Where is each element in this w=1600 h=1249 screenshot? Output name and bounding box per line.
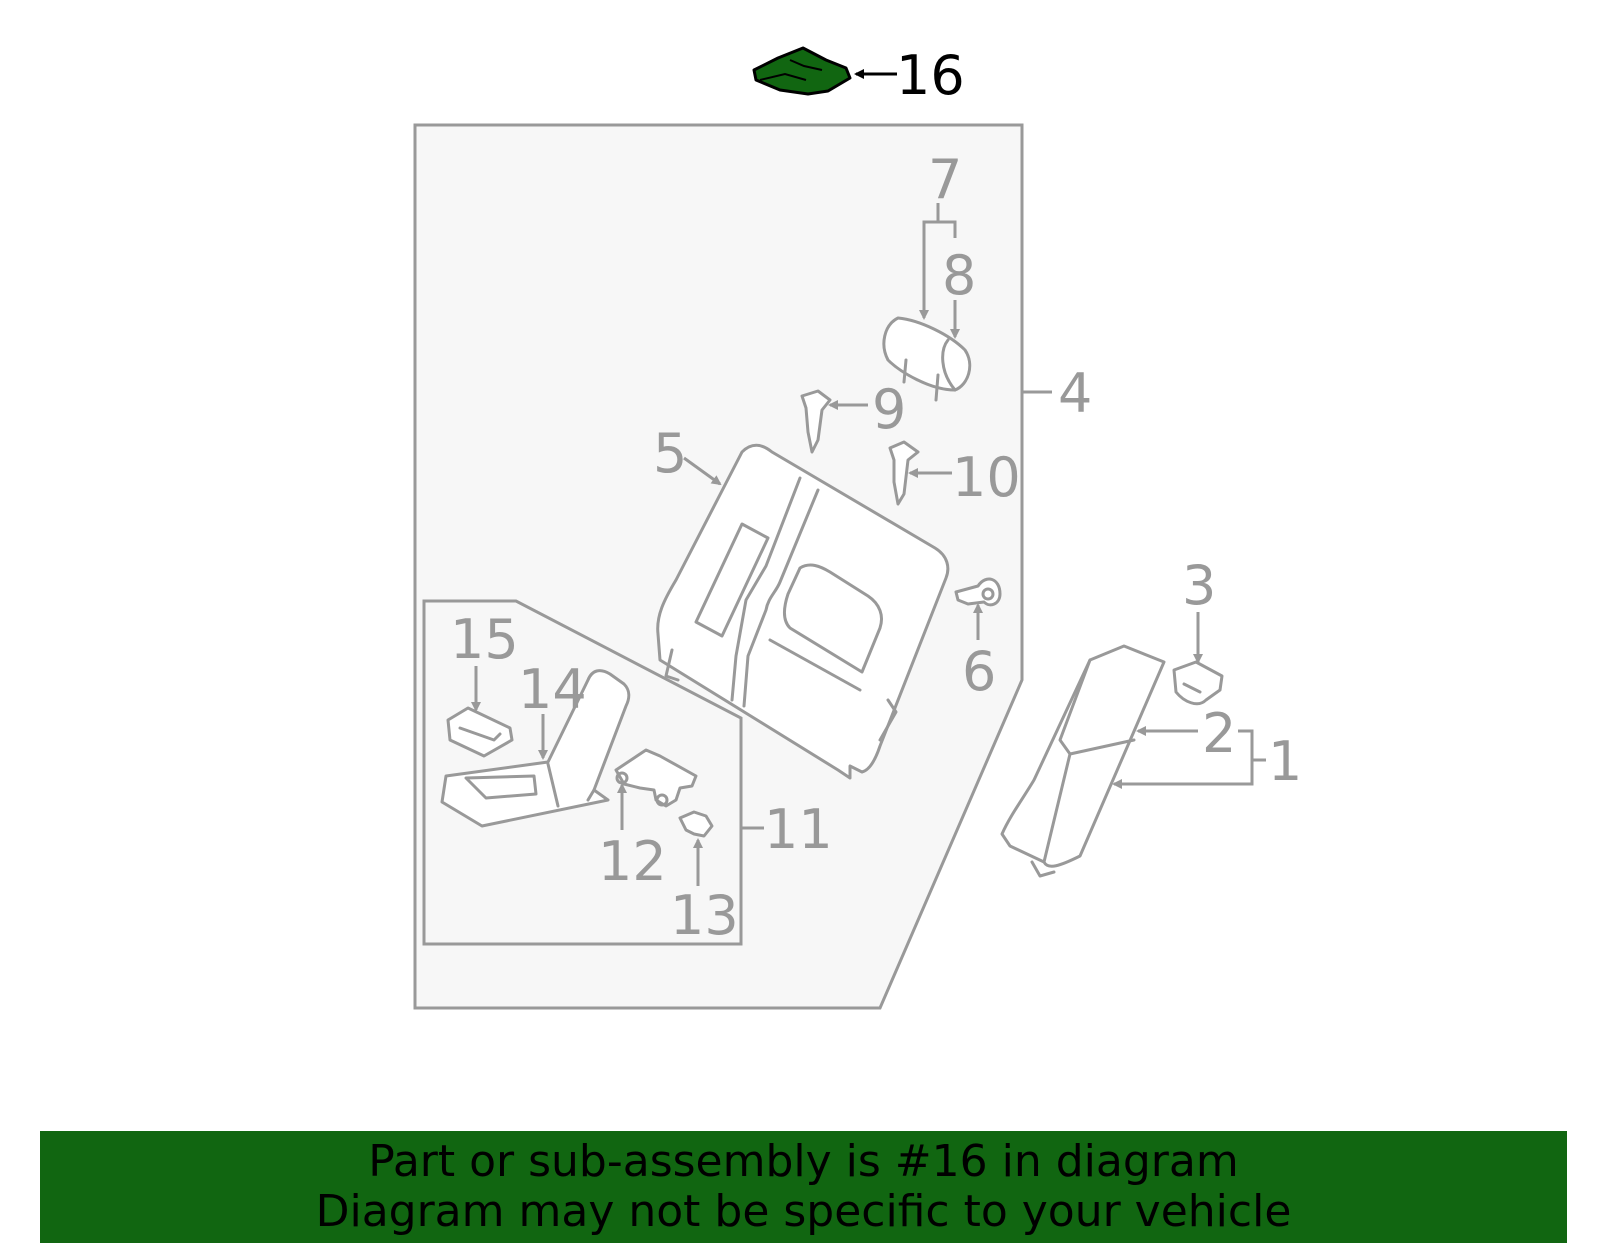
guide-9-shape (800, 389, 832, 454)
label-4: 4 (1058, 362, 1092, 425)
hook-6-shape (954, 577, 1002, 607)
label-13: 13 (670, 884, 739, 947)
banner-line-1: Part or sub-assembly is #16 in diagram (368, 1136, 1239, 1187)
armrest-14-shape (440, 669, 631, 828)
part-16-shape (752, 46, 852, 96)
cover-3-shape (1172, 660, 1224, 706)
bolt-13-shape (678, 810, 714, 838)
label-11: 11 (764, 798, 833, 861)
banner-line-2: Diagram may not be specific to your vehi… (315, 1186, 1292, 1237)
label-6: 6 (962, 640, 996, 703)
label-1: 1 (1268, 730, 1302, 793)
side-bolster-shape (1000, 644, 1166, 878)
leader-7 (919, 203, 940, 320)
label-3: 3 (1182, 554, 1216, 617)
label-15: 15 (450, 608, 519, 671)
seat-back-shape (656, 443, 950, 780)
label-7: 7 (928, 148, 962, 211)
leader-1 (1112, 729, 1254, 789)
label-16: 16 (896, 44, 965, 107)
label-14: 14 (518, 658, 587, 721)
leader-7b (938, 220, 957, 238)
headrest-shape (882, 316, 972, 402)
leader-5 (683, 456, 722, 486)
assembly-box-11 (422, 599, 743, 946)
label-10: 10 (952, 446, 1021, 509)
label-2: 2 (1202, 702, 1236, 765)
label-8: 8 (942, 244, 976, 307)
label-9: 9 (872, 378, 906, 441)
label-5: 5 (653, 422, 687, 485)
info-banner: Part or sub-assembly is #16 in diagram D… (40, 1131, 1567, 1243)
cup-holder-15-shape (446, 706, 514, 758)
label-12: 12 (598, 830, 667, 893)
guide-10-shape (888, 440, 920, 506)
